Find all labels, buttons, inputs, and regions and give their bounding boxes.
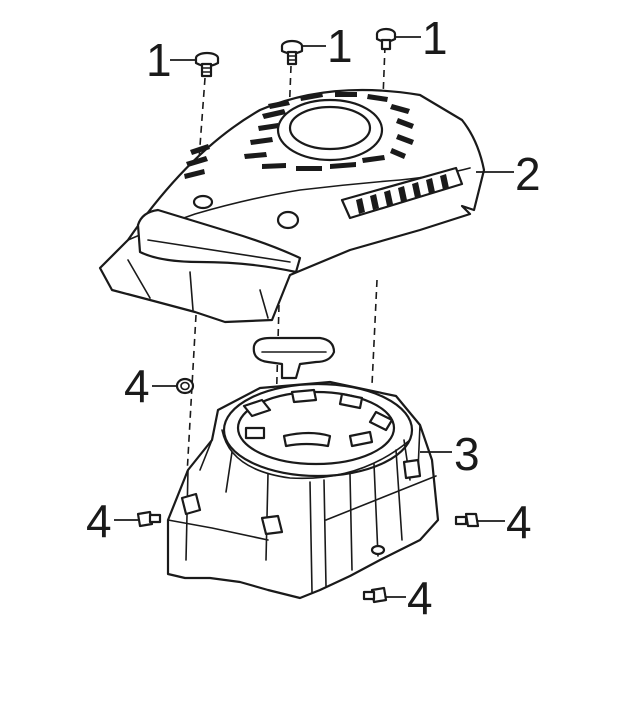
leader-lines <box>114 36 514 598</box>
bolt-left <box>136 510 162 528</box>
recoil-starter <box>166 336 440 600</box>
nut <box>175 377 195 395</box>
callout-bolt-bottom: 4 <box>407 572 433 624</box>
callout-labels: 1 1 1 2 3 4 4 4 4 <box>86 12 541 624</box>
callout-starter: 3 <box>454 428 480 480</box>
callout-screw-left: 1 <box>146 34 172 86</box>
screw-left <box>194 51 220 78</box>
pull-handle <box>252 336 336 380</box>
callout-nut: 4 <box>124 360 150 412</box>
fan-cover <box>98 88 486 324</box>
side-grille <box>340 166 464 220</box>
callout-bolt-right: 4 <box>506 496 532 548</box>
callout-cover: 2 <box>515 148 541 200</box>
screw-right <box>375 27 397 51</box>
callout-bolt-left: 4 <box>86 495 112 547</box>
vent-slots <box>184 92 414 179</box>
callout-screw-right: 1 <box>422 12 448 64</box>
screw-middle <box>280 39 304 66</box>
callout-screw-middle: 1 <box>327 20 353 72</box>
bolt-bottom <box>362 586 388 604</box>
bolt-right <box>454 512 480 528</box>
